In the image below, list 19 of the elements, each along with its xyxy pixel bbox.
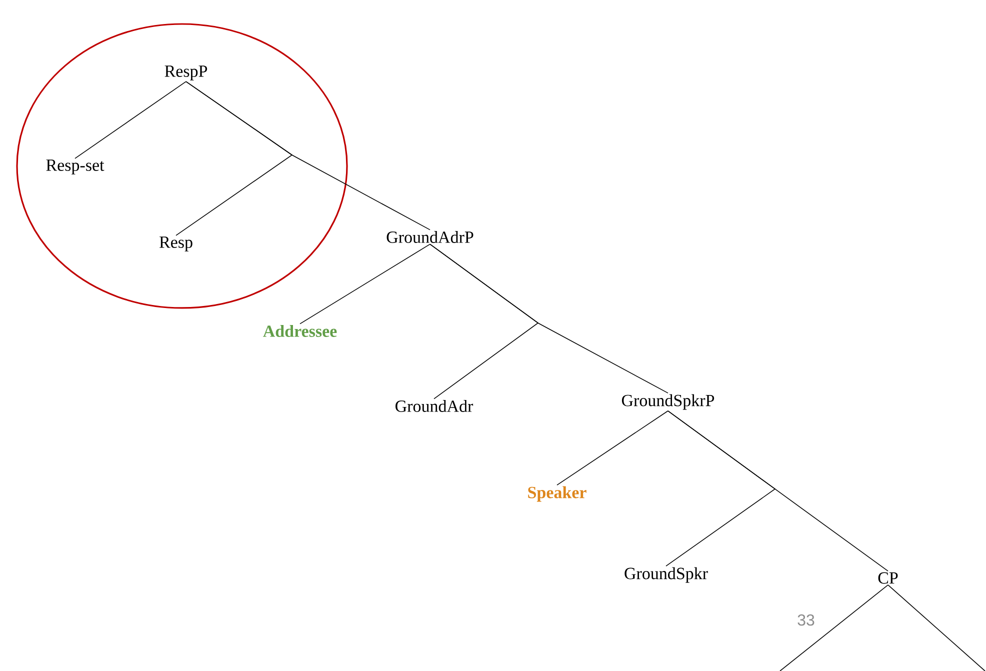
tree-branch bbox=[780, 584, 888, 671]
node-label: Addressee bbox=[263, 325, 337, 337]
page-number: 33 bbox=[798, 614, 814, 626]
node-label: Resp-set bbox=[46, 160, 104, 174]
tree-branch bbox=[74, 81, 186, 159]
node-label: Speaker bbox=[528, 486, 586, 502]
node-label: CP bbox=[878, 572, 898, 584]
tree-branch bbox=[888, 584, 986, 671]
node-label: Resp bbox=[160, 236, 192, 252]
node-label: RespP bbox=[164, 66, 208, 80]
tree-branch bbox=[430, 244, 668, 394]
tree-branch bbox=[186, 81, 430, 230]
node-label: GroundAdr bbox=[396, 400, 474, 412]
node-label: GroundSpkrP bbox=[622, 394, 714, 410]
node-label: GroundSpkr bbox=[624, 567, 708, 583]
tree-branch bbox=[556, 410, 668, 486]
tree-branch bbox=[668, 410, 888, 572]
tree-branch bbox=[300, 244, 430, 324]
node-label: GroundAdrP bbox=[386, 231, 474, 243]
